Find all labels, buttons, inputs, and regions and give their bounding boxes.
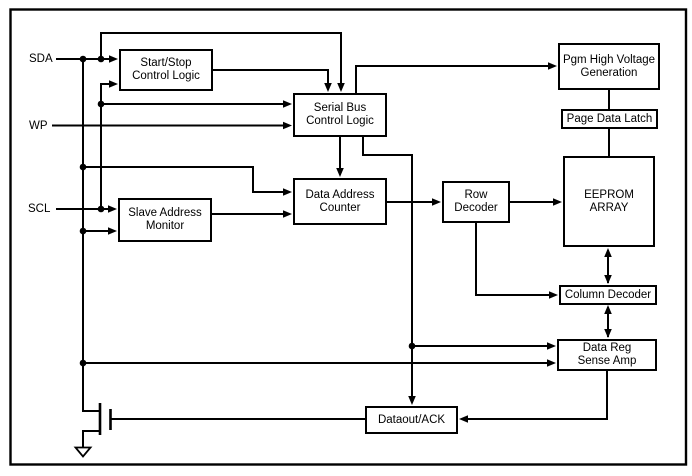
block-eeprom-array: EEPROM ARRAY [563,156,655,247]
arrow-toprail-into-serialbus [337,83,345,92]
block-label: Data Reg [582,342,632,354]
arrow-startstop-into-serialbus [324,83,332,92]
block-label: Sense Amp [577,355,637,367]
block-dataout-ack: Dataout/ACK [365,406,458,434]
arrow-rowdec-into-coldec [549,291,558,299]
block-start-stop-control-logic: Start/Stop Control Logic [119,49,213,91]
arrow-sda-into-startstop [109,55,118,63]
junction-dots [79,55,416,367]
block-label: Monitor [145,220,185,232]
arrow-scl-into-serialbus [283,100,292,108]
arrow-datareg-into-dataout [459,415,468,423]
wire-startstop-out [213,69,329,84]
block-label: Column Decoder [564,288,652,301]
block-slave-address-monitor: Slave Address Monitor [118,198,212,242]
block-label: Row [464,189,488,201]
arrow-scl-into-monitor [108,205,117,213]
arrow-eeprom-coldec-up [604,248,612,257]
wires [52,32,610,420]
block-label: Data Address [305,188,375,201]
block-label: EEPROM [584,188,634,201]
block-serial-bus-control-logic: Serial Bus Control Logic [293,93,387,137]
arrow-rowdec-into-eeprom [553,198,562,206]
wire-datareg-to-dataout [466,371,608,420]
block-label: Pgm High Voltage [562,53,656,66]
arrow-coldec-datareg-down [604,329,612,338]
block-column-decoder: Column Decoder [559,285,657,305]
arrow-scl-into-startstop [109,80,118,88]
arrow-monitor-into-counter [283,210,292,218]
block-row-decoder: Row Decoder [442,181,510,223]
wire-rowdec-to-coldec [475,223,550,296]
block-label: Decoder [454,202,498,214]
block-label: Page Data Latch [566,112,653,125]
block-label: Control Logic [306,115,374,127]
arrow-serialbus-into-counter [336,168,344,177]
pin-label-sda: SDA [29,53,53,65]
diagram-border [9,8,688,466]
arrow-wp-into-serialbus [283,121,292,130]
arrow-sda-into-monitor [108,227,117,235]
mosfet-source-wire [82,430,100,447]
wire-sda-top-rail [100,32,342,84]
arrow-drop-into-datareg [547,342,556,350]
wire-sda-to-counter [83,166,284,193]
wire-serialbus-to-pgmhv [355,65,549,93]
arrow-sda-into-datareg [547,359,556,367]
arrow-into-counter-1 [283,188,292,196]
arrowheads [108,55,612,423]
ground-icon [73,446,93,458]
pin-label-scl: SCL [28,203,51,215]
block-label: Generation [580,66,638,79]
arrow-coldec-datareg-up [604,305,612,314]
block-label: Control Logic [132,70,200,82]
block-pgm-high-voltage-generation: Pgm High Voltage Generation [558,43,660,90]
block-page-data-latch: Page Data Latch [561,109,658,129]
block-label: Start/Stop [140,57,192,69]
arrow-counter-into-rowdec [432,198,441,206]
mosfet-transistor [82,403,112,447]
block-label: ARRAY [589,201,629,214]
block-label: Serial Bus [313,102,367,114]
wire-sda-rail [82,59,99,412]
block-data-address-counter: Data Address Counter [293,178,387,225]
pin-label-wp: WP [29,119,48,132]
block-data-reg-sense-amp: Data Reg Sense Amp [557,339,657,371]
arrow-into-pgmhv [548,62,557,70]
block-label: Counter [319,201,361,214]
block-label: Slave Address [128,207,202,219]
wire-serialbus-drop [362,137,413,397]
block-label: Dataout/ACK [377,413,446,426]
arrow-eeprom-coldec-down [604,275,612,284]
arrow-drop-into-dataout [408,396,416,405]
